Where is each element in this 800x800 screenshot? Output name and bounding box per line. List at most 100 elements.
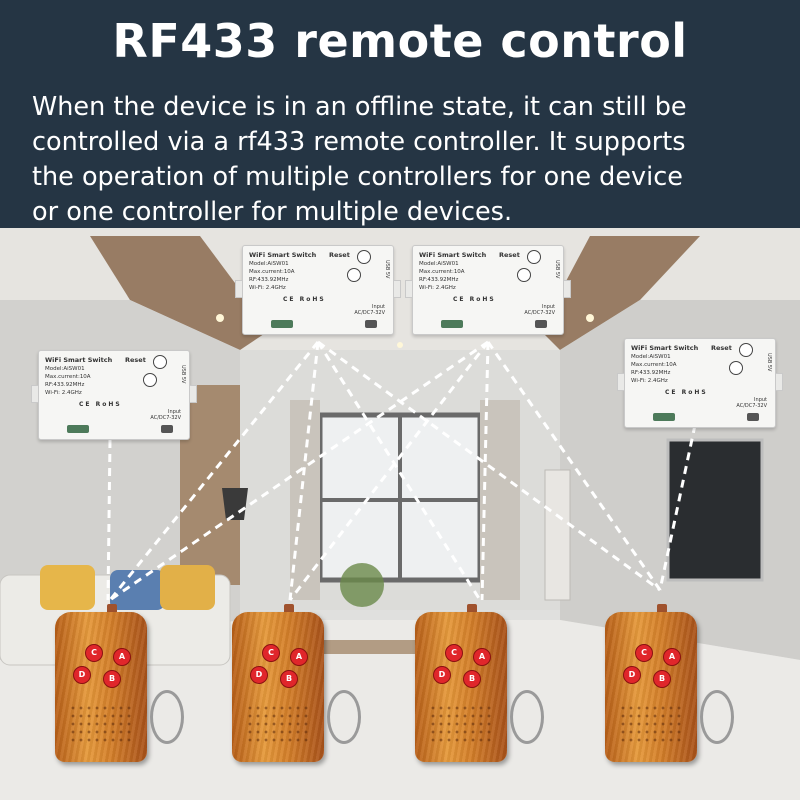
input-label-title: Input: [372, 304, 385, 310]
input-label-title: Input: [542, 304, 555, 310]
input-label-title: Input: [168, 409, 181, 415]
signal-line: [288, 341, 490, 601]
description: When the device is in an offline state, …: [32, 90, 782, 230]
ceiling-light: [216, 314, 224, 322]
wifi-smart-switch: WiFi Smart Switch Reset Model:AiSW01 Max…: [31, 350, 197, 440]
switch-model: Model:AiSW01: [631, 354, 671, 360]
signal-lines: [106, 340, 697, 602]
keychain-ring: [327, 690, 361, 744]
switch-current: Max.current:10A: [419, 269, 465, 275]
switch-rf: RF:433.92MHz: [45, 382, 85, 388]
ceiling-light: [397, 342, 403, 348]
certification-marks: CE RoHS: [79, 401, 122, 408]
remote-button-b: B: [280, 670, 298, 688]
reset-label: Reset: [499, 251, 520, 259]
description-line: or one controller for multiple devices.: [32, 197, 513, 227]
speaker-dots: [429, 704, 493, 744]
switch-model: Model:AiSW01: [419, 261, 459, 267]
remote-antenna: [657, 604, 667, 614]
remote-button-c: C: [635, 644, 653, 662]
switch-current: Max.current:10A: [631, 362, 677, 368]
reset-label: Reset: [125, 356, 146, 364]
wifi-smart-switch: WiFi Smart Switch Reset Model:AiSW01 Max…: [617, 338, 783, 428]
input-label-value: AC/DC7-32V: [150, 415, 181, 421]
signal-line: [317, 340, 661, 592]
speaker-dots: [69, 704, 133, 744]
signal-line: [480, 341, 490, 601]
rf433-remote: C A D B: [605, 604, 697, 762]
remote-button-d: D: [73, 666, 91, 684]
remote-button-b: B: [653, 670, 671, 688]
reset-button: [153, 355, 167, 369]
input-label-value: AC/DC7-32V: [524, 310, 555, 316]
description-line: controlled via a rf433 remote controller…: [32, 127, 686, 157]
certification-marks: CE RoHS: [453, 296, 496, 303]
switch-header: WiFi Smart Switch: [249, 251, 317, 259]
terminal: [365, 320, 377, 328]
ceiling-light: [586, 314, 594, 322]
remote-antenna: [467, 604, 477, 614]
terminal: [271, 320, 293, 328]
reset-button: [527, 250, 541, 264]
signal-line: [658, 424, 697, 591]
terminal: [67, 425, 89, 433]
mount-tab: [405, 280, 413, 298]
remote-button-a: A: [290, 648, 308, 666]
switch-current: Max.current:10A: [249, 269, 295, 275]
usb-label: USB 5V: [384, 260, 390, 279]
signal-line: [316, 341, 482, 601]
switch-wifi: Wi-Fi: 2.4GHz: [419, 285, 456, 291]
pair-button: [143, 373, 157, 387]
switch-current: Max.current:10A: [45, 374, 91, 380]
input-label-title: Input: [754, 397, 767, 403]
usb-label: USB 5V: [180, 365, 186, 384]
description-line: the operation of multiple controllers fo…: [32, 162, 683, 192]
mount-tab: [617, 373, 625, 391]
wifi-smart-switch: WiFi Smart Switch Reset Model:AiSW01 Max…: [235, 245, 401, 335]
usb-label: USB 5V: [554, 260, 560, 279]
terminal: [441, 320, 463, 328]
remote-button-d: D: [623, 666, 641, 684]
remote-button-b: B: [463, 670, 481, 688]
switch-header: WiFi Smart Switch: [631, 344, 699, 352]
switch-wifi: Wi-Fi: 2.4GHz: [45, 390, 82, 396]
cushion: [110, 570, 165, 610]
terminal: [535, 320, 547, 328]
reset-label: Reset: [711, 344, 732, 352]
mount-tab: [563, 280, 571, 298]
rf433-remote: C A D B: [415, 604, 507, 762]
pair-button: [729, 361, 743, 375]
certification-marks: CE RoHS: [665, 389, 708, 396]
speaker-dots: [619, 704, 683, 744]
remote-button-c: C: [445, 644, 463, 662]
ceiling-wood-beam-right: [540, 236, 700, 350]
terminal: [161, 425, 173, 433]
mount-tab: [31, 385, 39, 403]
reset-label: Reset: [329, 251, 350, 259]
wifi-smart-switch: WiFi Smart Switch Reset Model:AiSW01 Max…: [405, 245, 571, 335]
remote-button-b: B: [103, 670, 121, 688]
pair-button: [347, 268, 361, 282]
terminal: [747, 413, 759, 421]
usb-label: USB 5V: [766, 353, 772, 372]
remote-button-a: A: [113, 648, 131, 666]
cushion: [160, 565, 215, 610]
signal-line: [106, 439, 112, 601]
mount-tab: [775, 373, 783, 391]
keychain-ring: [510, 690, 544, 744]
switch-wifi: Wi-Fi: 2.4GHz: [631, 378, 668, 384]
switch-rf: RF:433.92MHz: [419, 277, 459, 283]
plant: [340, 563, 384, 607]
shelf: [544, 469, 571, 601]
input-label-value: AC/DC7-32V: [354, 310, 385, 316]
coffee-table: [300, 640, 440, 654]
mount-tab: [393, 280, 401, 298]
switch-rf: RF:433.92MHz: [249, 277, 289, 283]
input-label-value: AC/DC7-32V: [736, 403, 767, 409]
signal-line: [288, 341, 320, 601]
keychain-ring: [150, 690, 184, 744]
remote-button-c: C: [85, 644, 103, 662]
